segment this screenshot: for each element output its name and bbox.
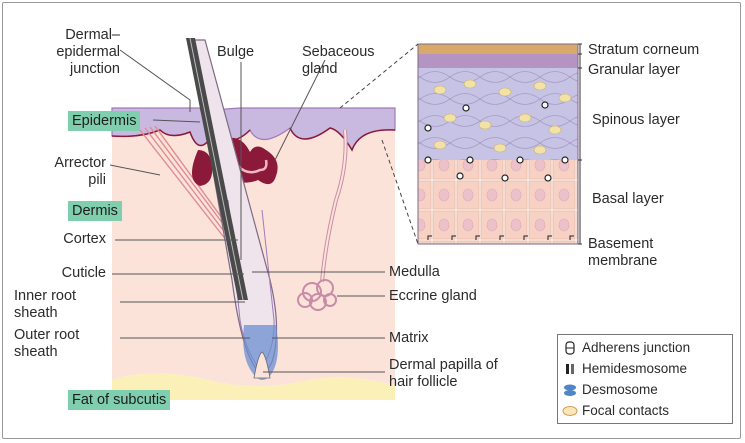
legend-item-hemidesmosome: Hemidesmosome <box>562 361 687 377</box>
label-stratum-corneum: Stratum corneum <box>588 42 700 58</box>
label-dermal-epidermal-junction: Dermal– epidermal junction <box>56 27 120 77</box>
label-dermal-papilla: Dermal papilla of hair follicle <box>389 357 498 390</box>
zoom-line-bottom <box>381 139 419 245</box>
spinous-nuclei <box>433 79 572 155</box>
legend-item-desmosome: Desmosome <box>562 382 658 398</box>
subcutis-fat <box>112 373 395 400</box>
label-cuticle: Cuticle <box>61 265 106 281</box>
focal-contacts-icon <box>562 404 578 418</box>
epidermis-magnified <box>339 43 582 245</box>
leader-lines <box>109 49 385 373</box>
label-basement-membrane: Basement membrane <box>588 236 658 269</box>
zoom-line-top <box>339 43 419 109</box>
label-basal-layer: Basal layer <box>592 191 664 207</box>
label-arrector-pili: Arrector pili <box>54 155 106 188</box>
label-sebaceous-gland: Sebaceous gland <box>302 44 375 77</box>
legend-label: Focal contacts <box>582 403 670 418</box>
legend-label: Hemidesmosome <box>582 361 688 376</box>
hair-bulb <box>243 325 278 380</box>
label-matrix: Matrix <box>389 330 429 346</box>
legend: Adherens junction Hemidesmosome Desmosom… <box>557 334 733 424</box>
label-inner-root-sheath: Inner root sheath <box>14 288 77 321</box>
legend-label: Desmosome <box>582 382 658 397</box>
hemidesmosome-row <box>427 235 574 240</box>
desmosome-icon <box>562 383 578 397</box>
label-spinous-layer: Spinous layer <box>592 112 680 128</box>
label-medulla: Medulla <box>389 264 440 280</box>
label-eccrine-gland: Eccrine gland <box>389 288 477 304</box>
eccrine-gland <box>297 279 337 311</box>
label-bulge: Bulge <box>217 44 255 60</box>
label-granular-layer: Granular layer <box>588 62 680 78</box>
legend-label: Adherens junction <box>582 340 691 355</box>
tag-epidermis: Epidermis <box>68 111 141 131</box>
skin-cross-section <box>111 37 396 400</box>
tag-fat-of-subcutis: Fat of subcutis <box>68 390 171 410</box>
hemidesmosome-icon <box>562 362 578 376</box>
legend-item-adherens: Adherens junction <box>562 340 690 356</box>
label-outer-root-sheath: Outer root sheath <box>14 327 80 360</box>
legend-item-focal-contacts: Focal contacts <box>562 403 669 419</box>
tag-dermis: Dermis <box>68 201 122 221</box>
adherens-junction-icon <box>562 341 578 355</box>
desmosome-markers <box>424 101 569 182</box>
figure-frame <box>2 2 741 439</box>
label-cortex: Cortex <box>63 231 106 247</box>
